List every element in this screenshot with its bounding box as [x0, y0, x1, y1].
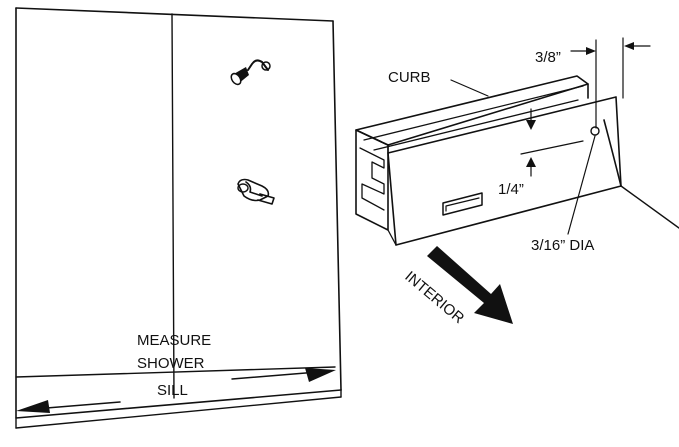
dim-3-8-left-arrowhead-icon [586, 47, 596, 55]
curb-slot-inner [445, 197, 480, 212]
enclosure-right-edge [332, 20, 342, 391]
dim-1-4-bottom-arrowhead-icon [526, 157, 536, 167]
dim-3-8-right-arrowhead-icon [624, 42, 634, 50]
dimension-three-eighths [570, 37, 651, 129]
curb-label: CURB [388, 69, 431, 86]
curb-top-face [355, 75, 589, 146]
sill-left-arrowhead-icon [16, 400, 50, 413]
dimension-one-quarter [520, 108, 584, 177]
interior-direction-arrow-icon [427, 246, 513, 324]
sill-top-line [15, 366, 336, 378]
shower-label: SHOWER [137, 355, 205, 372]
wall-floor-line [620, 185, 679, 229]
curb-end-curve [603, 119, 622, 187]
faucet-handle-icon [237, 178, 275, 205]
curb-front-bottom-edge [387, 229, 397, 246]
shower-head-icon [230, 59, 271, 86]
curb-top-ridge [363, 85, 584, 141]
three-eighths-label: 3/8” [535, 49, 561, 66]
measure-label: MEASURE [137, 332, 211, 349]
measure-sill-arrows [16, 368, 336, 413]
curb-profile-grooves [359, 147, 385, 211]
shower-enclosure [15, 7, 342, 429]
curb-slot [442, 192, 483, 216]
curb-hole [590, 126, 600, 136]
enclosure-top-edge [15, 7, 334, 22]
hole-diameter-label: 3/16” DIA [531, 237, 594, 254]
dim-1-4-extension [520, 140, 584, 155]
dim-1-4-top-arrowhead-icon [526, 120, 536, 130]
curb-end-profile [355, 129, 389, 231]
curb-detail [355, 75, 679, 246]
sill-right-arrowhead-icon [305, 368, 336, 382]
enclosure-corner-line [171, 13, 175, 399]
curb-front-face [387, 96, 622, 246]
sill-label: SILL [157, 382, 188, 399]
sill-front-line [15, 396, 342, 429]
curb-leader-line [450, 79, 489, 97]
curb-inner-ridge [373, 99, 579, 151]
one-quarter-label: 1/4” [498, 181, 524, 198]
hole-leader-line [567, 135, 596, 235]
